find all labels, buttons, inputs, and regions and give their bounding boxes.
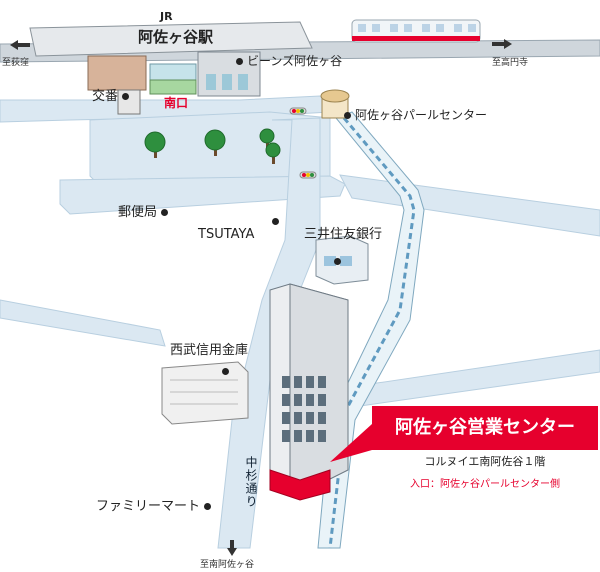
to-ogikubo-label: 至荻窪 <box>2 58 30 68</box>
location-dot-icon <box>222 368 229 375</box>
seibu-building <box>161 361 249 425</box>
arrow-east-icon <box>492 39 512 49</box>
office-entrance: 入口：阿佐ヶ谷パールセンター側 <box>410 479 560 490</box>
office-pointer <box>330 424 372 462</box>
tsutaya-label: TSUTAYA <box>198 218 279 242</box>
station-platform-roof <box>29 21 313 57</box>
traffic-light-icon <box>299 171 317 179</box>
office-callout: 阿佐ヶ谷営業センター コルヌイエ南阿佐谷１階 入口：阿佐ヶ谷パールセンター側 <box>372 406 598 498</box>
tree-icon <box>265 142 281 164</box>
jr-label: JR <box>160 10 173 23</box>
arrow-south-icon <box>227 540 237 556</box>
location-dot-icon <box>344 112 351 119</box>
jr-railway <box>0 19 600 63</box>
seibu-label: 西武信用金庫 <box>170 343 249 358</box>
lower-road <box>0 299 166 347</box>
station-name: 阿佐ヶ谷駅 <box>138 28 214 46</box>
location-dot-icon <box>272 218 279 225</box>
koban-label: 交番 <box>92 90 133 104</box>
traffic-light-icon <box>289 107 307 115</box>
beans-label: ビーンズ阿佐ヶ谷 <box>232 54 342 68</box>
location-dot-icon <box>236 58 243 65</box>
location-dot-icon <box>122 93 130 100</box>
location-dot-icon <box>204 503 212 510</box>
smbc-label: 三井住友銀行 <box>304 227 383 242</box>
arcade-gate <box>320 89 350 119</box>
office-address: コルヌイエ南阿佐谷１階 <box>424 455 546 468</box>
cross-road <box>59 175 346 215</box>
tree-icon <box>204 129 226 156</box>
to-koenji-label: 至高円寺 <box>492 58 529 68</box>
tree-icon <box>144 131 166 158</box>
plaza-trees <box>144 128 281 164</box>
location-dot-icon <box>161 209 169 216</box>
office-title: 阿佐ヶ谷営業センター <box>372 406 598 450</box>
smbc-building <box>315 235 369 285</box>
nakasugi-dori-label: 中杉通り <box>244 456 258 508</box>
building-west <box>87 55 147 91</box>
office-ground-floor <box>269 469 331 501</box>
to-minami-asagaya-label: 至南阿佐ヶ谷 <box>200 560 255 570</box>
train <box>351 19 481 43</box>
location-dot-icon <box>334 258 341 265</box>
south-exit-label: 南口 <box>164 96 189 110</box>
post-office-label: 郵便局 <box>118 206 172 220</box>
pearl-center-label: 阿佐ヶ谷パールセンター <box>340 108 487 122</box>
family-mart-label: ファミリーマート <box>96 500 215 514</box>
arrow-west-icon <box>10 40 30 50</box>
office-building <box>269 283 349 501</box>
